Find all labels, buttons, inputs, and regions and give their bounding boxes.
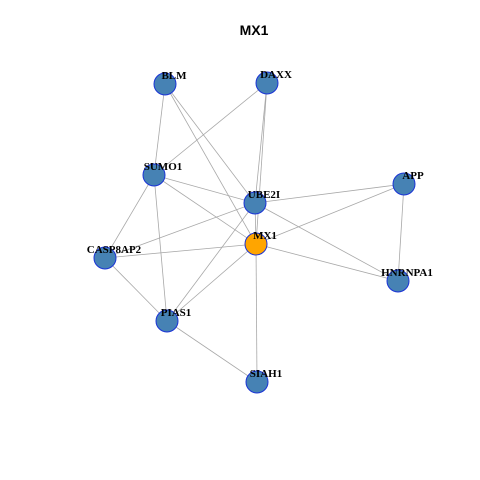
edge-ube2i-pias1 (166, 202, 256, 322)
diagram-title: MX1 (240, 22, 269, 38)
node-label-blm: BLM (161, 70, 187, 82)
edge-mx1-siah1 (255, 243, 258, 383)
edge-app-hnrnpa1 (397, 183, 405, 282)
node-label-app: APP (402, 170, 424, 182)
edge-sumo1-ube2i (153, 174, 256, 204)
edge-mx1-hnrnpa1 (255, 243, 399, 282)
node-label-pias1: PIAS1 (161, 307, 192, 319)
node-blm[interactable] (153, 72, 177, 96)
edge-sumo1-mx1 (153, 174, 257, 245)
node-label-mx1: MX1 (253, 230, 277, 242)
edge-ube2i-hnrnpa1 (254, 202, 399, 282)
edge-ube2i-casp8ap2 (104, 202, 256, 259)
node-label-daxx: DAXX (260, 69, 292, 81)
node-mx1[interactable] (244, 232, 268, 256)
edge-sumo1-pias1 (153, 174, 168, 322)
node-casp8ap2[interactable] (93, 246, 117, 270)
node-daxx[interactable] (255, 71, 279, 95)
node-ube2i[interactable] (243, 191, 267, 215)
node-label-hnrnpa1: HNRNPA1 (381, 267, 433, 279)
node-label-siah1: SIAH1 (250, 368, 282, 380)
edge-casp8ap2-pias1 (104, 257, 168, 322)
edge-app-mx1 (255, 183, 405, 245)
edge-blm-ube2i (164, 83, 256, 204)
edge-blm-sumo1 (153, 83, 166, 176)
edge-pias1-siah1 (166, 320, 258, 383)
edge-sumo1-casp8ap2 (104, 174, 155, 259)
nodes-layer (93, 71, 416, 394)
node-label-sumo1: SUMO1 (144, 161, 183, 173)
edge-mx1-casp8ap2 (104, 243, 257, 259)
edge-app-ube2i (254, 183, 405, 204)
node-pias1[interactable] (155, 309, 179, 333)
edge-blm-mx1 (164, 83, 257, 245)
node-label-casp8ap2: CASP8AP2 (87, 244, 142, 256)
node-sumo1[interactable] (142, 163, 166, 187)
node-siah1[interactable] (245, 370, 269, 394)
node-hnrnpa1[interactable] (386, 269, 410, 293)
edge-daxx-sumo1 (153, 82, 268, 176)
node-app[interactable] (392, 172, 416, 196)
edge-daxx-mx1 (255, 82, 268, 245)
edge-mx1-pias1 (166, 243, 257, 322)
node-label-ube2i: UBE2I (248, 189, 280, 201)
edge-daxx-ube2i (254, 82, 268, 204)
